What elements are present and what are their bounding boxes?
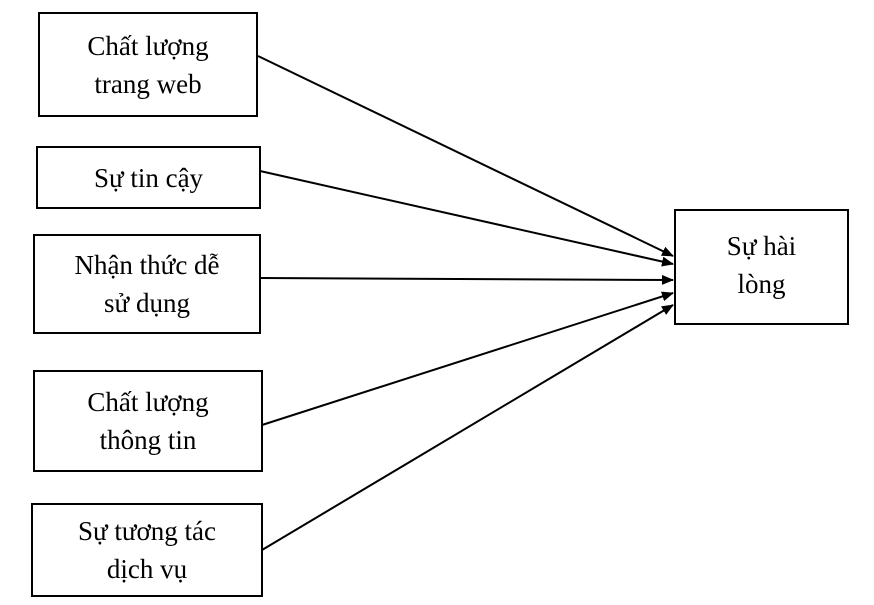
outcome-satisfaction-label: Sự hài lòng bbox=[727, 227, 796, 303]
factor-information-quality-box: Chất lượng thông tin bbox=[33, 370, 263, 472]
factor-service-interaction-box: Sự tương tác dịch vụ bbox=[31, 503, 263, 597]
arrow-perceived-ease bbox=[260, 274, 674, 285]
outcome-satisfaction-line-2: lòng bbox=[737, 269, 786, 299]
factor-website-quality-line-2: trang web bbox=[94, 68, 202, 99]
factor-perceived-ease-line-2: sử dụng bbox=[104, 288, 190, 318]
arrow-information-quality bbox=[261, 291, 674, 426]
factor-service-interaction-line-1: Sự tương tác bbox=[77, 516, 217, 546]
factor-reliability-label: Sự tin cậy bbox=[94, 159, 203, 197]
outcome-satisfaction-line-1: Sự hài bbox=[726, 231, 797, 261]
arrow-reliability bbox=[259, 170, 674, 267]
factor-information-quality-line-2: thông tin bbox=[99, 425, 197, 455]
factor-information-quality-line-1: Chất lượng bbox=[87, 387, 209, 417]
factor-website-quality-label: Chất lượng trang web bbox=[87, 27, 208, 103]
factor-reliability-line-1: Sự tin cậy bbox=[93, 162, 204, 193]
outcome-satisfaction-box: Sự hài lòng bbox=[674, 209, 849, 325]
factor-perceived-ease-line-1: Nhận thức dễ bbox=[74, 250, 220, 280]
factor-information-quality-label: Chất lượng thông tin bbox=[87, 383, 208, 459]
factor-perceived-ease-box: Nhận thức dễ sử dụng bbox=[33, 234, 261, 334]
factor-reliability-box: Sự tin cậy bbox=[36, 146, 261, 209]
factor-service-interaction-label: Sự tương tác dịch vụ bbox=[78, 512, 216, 588]
factor-perceived-ease-label: Nhận thức dễ sử dụng bbox=[74, 246, 219, 322]
arrow-service-interaction bbox=[261, 304, 674, 551]
arrow-website-quality bbox=[257, 55, 674, 257]
factor-service-interaction-line-2: dịch vụ bbox=[106, 554, 188, 584]
factor-website-quality-box: Chất lượng trang web bbox=[38, 12, 258, 117]
factor-website-quality-line-1: Chất lượng bbox=[87, 30, 209, 61]
